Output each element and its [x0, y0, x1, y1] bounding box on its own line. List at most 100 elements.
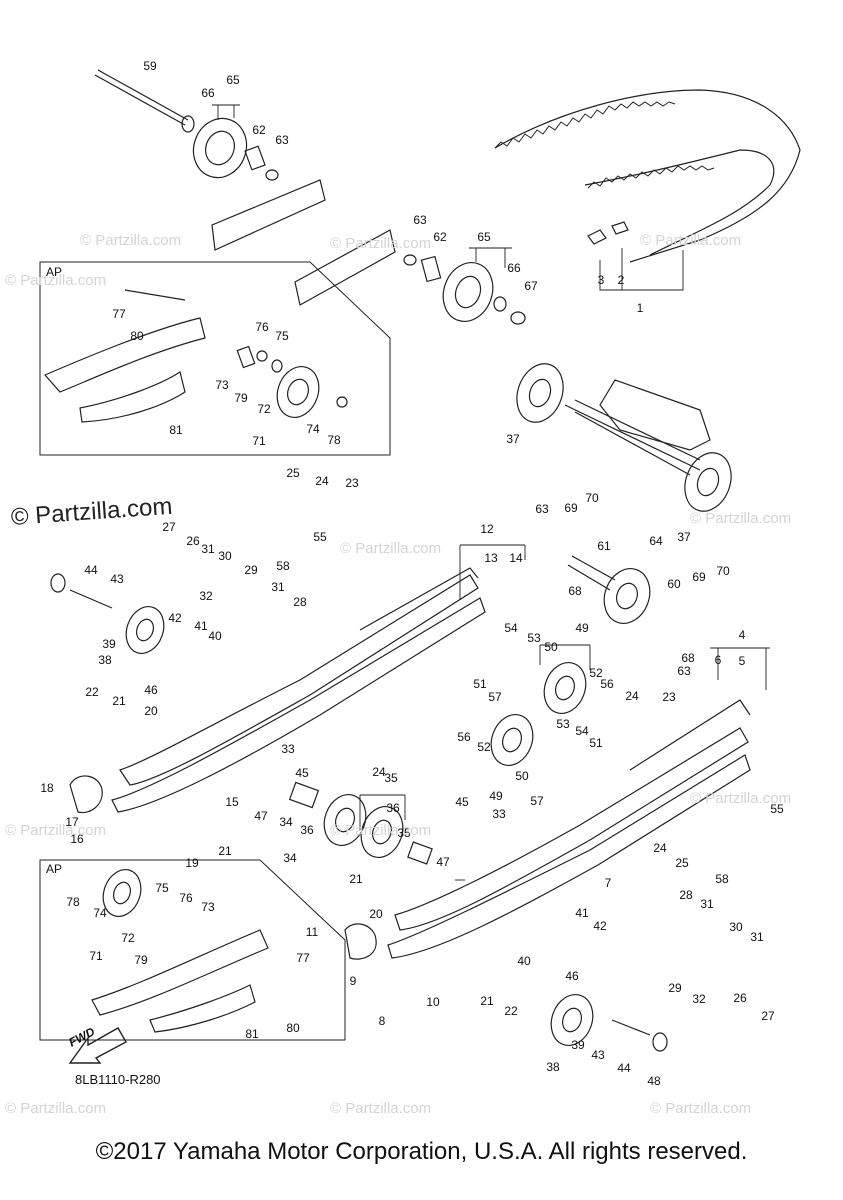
callout-46: 46: [144, 683, 158, 697]
callout-23: 23: [662, 690, 676, 704]
callout-36: 36: [386, 801, 400, 815]
callout-50: 50: [515, 769, 529, 783]
rear-wheel: [684, 452, 732, 512]
callout-50: 50: [544, 640, 558, 654]
callout-39: 39: [102, 637, 116, 651]
callout-67: 67: [524, 279, 538, 293]
callout-73: 73: [215, 378, 229, 392]
bumper: [344, 923, 377, 960]
callout-6: 6: [715, 653, 722, 667]
callout-79: 79: [134, 953, 148, 967]
callout-24: 24: [315, 474, 329, 488]
callout-4: 4: [739, 628, 746, 642]
callout-36: 36: [300, 823, 314, 837]
callout-57: 57: [488, 690, 502, 704]
callout-78: 78: [327, 433, 341, 447]
callout-42: 42: [168, 611, 182, 625]
callout-62: 62: [252, 123, 266, 137]
callout-77: 77: [296, 951, 310, 965]
callout-64: 64: [649, 534, 663, 548]
callout-29: 29: [244, 563, 258, 577]
callout-70: 70: [585, 491, 599, 505]
rear-arm: [599, 379, 711, 451]
callout-63: 63: [275, 133, 289, 147]
inset-label: AP: [46, 265, 63, 279]
callout-27: 27: [761, 1009, 775, 1023]
callout-18: 18: [40, 781, 54, 795]
callout-68: 68: [681, 651, 695, 665]
bracket-plate: [211, 179, 326, 251]
callout-65: 65: [226, 73, 240, 87]
callout-35: 35: [397, 826, 411, 840]
callout-7: 7: [605, 876, 612, 890]
callout-32: 32: [692, 992, 706, 1006]
callout-24: 24: [625, 689, 639, 703]
watermark-faint: © Partzilla.com: [5, 822, 107, 839]
callout-24: 24: [653, 841, 667, 855]
callout-56: 56: [600, 677, 614, 691]
callout-1: 1: [637, 301, 644, 315]
callout-5: 5: [739, 654, 746, 668]
callout-31: 31: [700, 897, 714, 911]
callout-20: 20: [369, 907, 383, 921]
callout-35: 35: [384, 771, 398, 785]
callout-58: 58: [276, 559, 290, 573]
idler-wheel: [192, 117, 248, 179]
callout-21: 21: [112, 694, 126, 708]
callout-81: 81: [169, 423, 183, 437]
callout-51: 51: [473, 677, 487, 691]
idler-wheel: [550, 994, 594, 1046]
callout-12: 12: [480, 522, 494, 536]
watermark-faint: © Partzilla.com: [5, 272, 107, 289]
clip-part: [611, 221, 629, 235]
watermark-faint: © Partzilla.com: [330, 1100, 432, 1117]
callout-66: 66: [201, 86, 215, 100]
callout-43: 43: [591, 1048, 605, 1062]
callout-30: 30: [218, 549, 232, 563]
callout-52: 52: [477, 740, 491, 754]
callout-72: 72: [121, 931, 135, 945]
callout-47: 47: [254, 809, 268, 823]
callout-77: 77: [112, 307, 126, 321]
callout-28: 28: [679, 888, 693, 902]
callout-2: 2: [618, 273, 625, 287]
watermark-faint: © Partzilla.com: [80, 232, 182, 249]
callout-52: 52: [589, 666, 603, 680]
callout-26: 26: [733, 991, 747, 1005]
watermark-faint: © Partzilla.com: [690, 790, 792, 807]
callout-21: 21: [218, 844, 232, 858]
callout-31: 31: [750, 930, 764, 944]
inset-label: AP: [46, 862, 63, 876]
callout-40: 40: [208, 629, 222, 643]
fwd-arrow: [68, 1027, 127, 1064]
watermark-faint: © Partzilla.com: [640, 232, 742, 249]
callout-75: 75: [155, 881, 169, 895]
watermark-faint: © Partzilla.com: [5, 1100, 107, 1117]
right-rail: [394, 727, 749, 931]
diagram-code: 8LB1110-R280: [75, 1072, 161, 1087]
callout-62: 62: [433, 230, 447, 244]
inset-box: [39, 261, 391, 456]
callout-38: 38: [546, 1060, 560, 1074]
callout-45: 45: [295, 766, 309, 780]
idler-wheel: [543, 662, 587, 714]
callout-76: 76: [255, 320, 269, 334]
callout-16: 16: [70, 832, 84, 846]
callout-70: 70: [716, 564, 730, 578]
callout-75: 75: [275, 329, 289, 343]
callout-33: 33: [281, 742, 295, 756]
idler-wheel: [603, 568, 651, 624]
callout-42: 42: [593, 919, 607, 933]
callout-38: 38: [98, 653, 112, 667]
callout-31: 31: [201, 542, 215, 556]
callout-24: 24: [372, 765, 386, 779]
callout-22: 22: [85, 685, 99, 699]
callout-37: 37: [506, 432, 520, 446]
callout-73: 73: [201, 900, 215, 914]
callout-81: 81: [245, 1027, 259, 1041]
callout-76: 76: [179, 891, 193, 905]
callout-49: 49: [575, 621, 589, 635]
callout-15: 15: [225, 795, 239, 809]
callout-54: 54: [504, 621, 518, 635]
